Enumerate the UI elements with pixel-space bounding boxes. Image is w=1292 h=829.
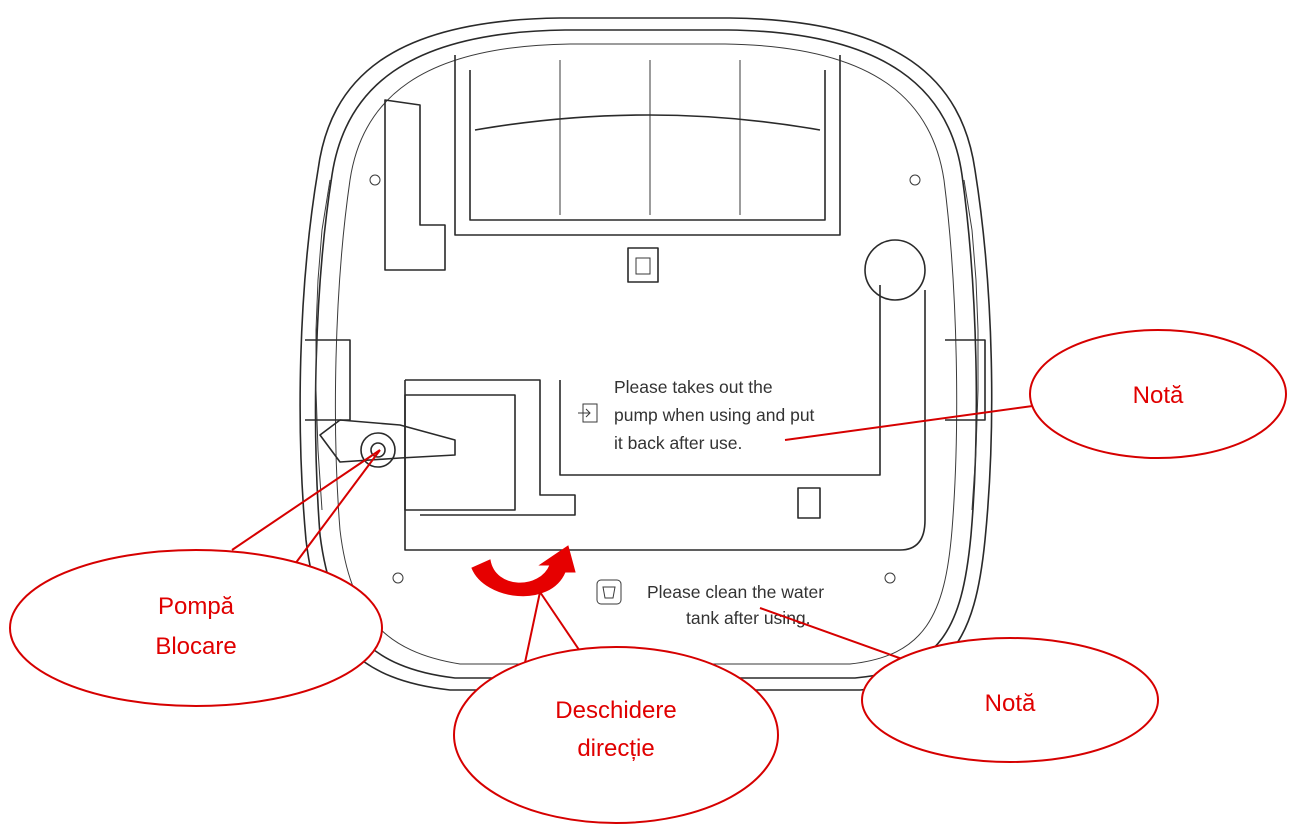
tank-note-line-2: tank after using. xyxy=(686,608,811,628)
note-callout-top-label: Notă xyxy=(1133,382,1184,409)
pump-lock-label-line-1: Pompă xyxy=(158,593,235,620)
note-callout-top xyxy=(1029,329,1287,459)
water-tank-icon xyxy=(596,579,622,605)
rotate-open-arrow xyxy=(471,545,576,597)
pump-note-line-3: it back after use. xyxy=(614,433,742,453)
pump-note-line-1: Please takes out the xyxy=(614,377,773,397)
pump-note-line-2: pump when using and put xyxy=(614,405,815,425)
open-direction-label-line-1: Deschidere xyxy=(555,697,676,724)
pump-lock-label-line-2: Blocare xyxy=(155,633,236,660)
open-direction-label-line-2: direcție xyxy=(577,735,654,762)
note-callout-bottom xyxy=(861,637,1159,763)
pump-removal-icon xyxy=(578,403,598,423)
pump-lock-callout xyxy=(9,549,383,707)
tank-note-line-1: Please clean the water xyxy=(647,582,824,602)
device-outline xyxy=(299,17,993,691)
open-direction-callout xyxy=(453,646,779,824)
water-channel xyxy=(305,239,986,551)
note-callout-bottom-label: Notă xyxy=(985,690,1036,717)
brush-compartment xyxy=(384,55,841,283)
